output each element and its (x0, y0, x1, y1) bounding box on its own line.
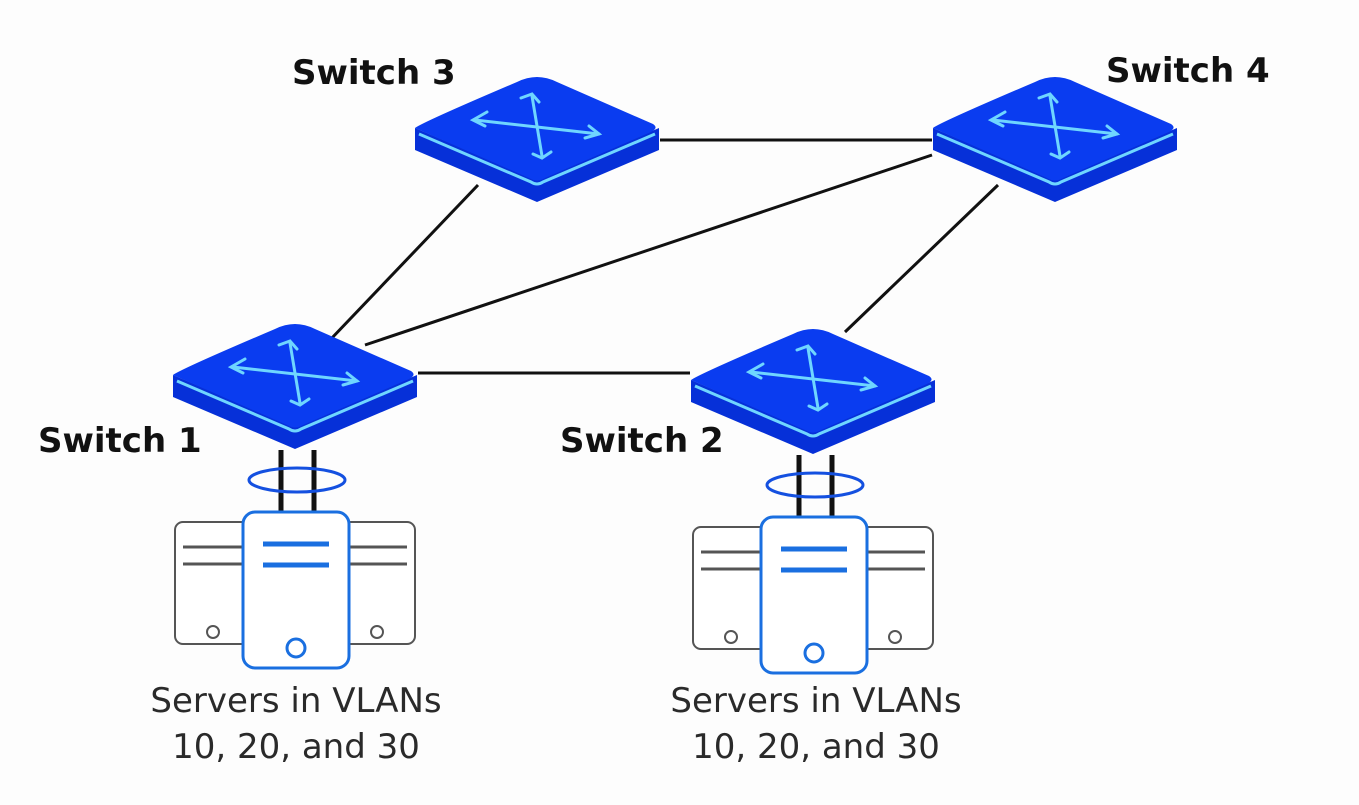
switch-1[interactable] (173, 324, 417, 449)
server-group-2-label-line2: 10, 20, and 30 (692, 727, 940, 767)
link-aggregation-ring-icon (765, 471, 865, 499)
switch-edge-highlight (936, 132, 1174, 186)
server-cluster-icon (692, 515, 934, 675)
network-switch-icon (469, 92, 603, 160)
switch-3-label: Switch 3 (292, 53, 456, 93)
switch-side (415, 128, 659, 202)
switch-top (933, 77, 1174, 181)
server-group-1[interactable] (174, 450, 416, 670)
network-switch-icon (227, 339, 361, 407)
switches-layer (173, 77, 1177, 454)
switch-edge-highlight (418, 132, 656, 186)
server-group-2-label-line1: Servers in VLANs (670, 681, 961, 721)
switch-edge-highlight (176, 379, 414, 433)
switch-top (691, 329, 932, 433)
link-s3-s1 (328, 183, 480, 342)
server-group-2[interactable] (692, 455, 934, 675)
server-group-1-label-line1: Servers in VLANs (150, 681, 441, 721)
switch-edge-highlight (694, 384, 932, 438)
switch-top (415, 77, 656, 181)
servers-layer (174, 450, 934, 675)
link-s2-s4 (843, 183, 1000, 334)
switch-side (173, 375, 417, 449)
switch-3[interactable] (415, 77, 659, 202)
switch-side (933, 128, 1177, 202)
switch-4-label: Switch 4 (1106, 51, 1270, 91)
switch-1-label: Switch 1 (38, 421, 202, 461)
switch-2-label: Switch 2 (560, 421, 724, 461)
network-switch-icon (745, 344, 879, 412)
link-s1-s4 (364, 153, 933, 347)
switch-top (173, 324, 414, 428)
network-switch-icon (987, 92, 1121, 160)
switch-4[interactable] (933, 77, 1177, 202)
switch-2[interactable] (691, 329, 935, 454)
link-aggregation-ring-icon (247, 466, 347, 494)
server-cluster-icon (174, 510, 416, 670)
server-group-1-label-line2: 10, 20, and 30 (172, 727, 420, 767)
switch-side (691, 380, 935, 454)
links-layer (328, 138, 1000, 375)
